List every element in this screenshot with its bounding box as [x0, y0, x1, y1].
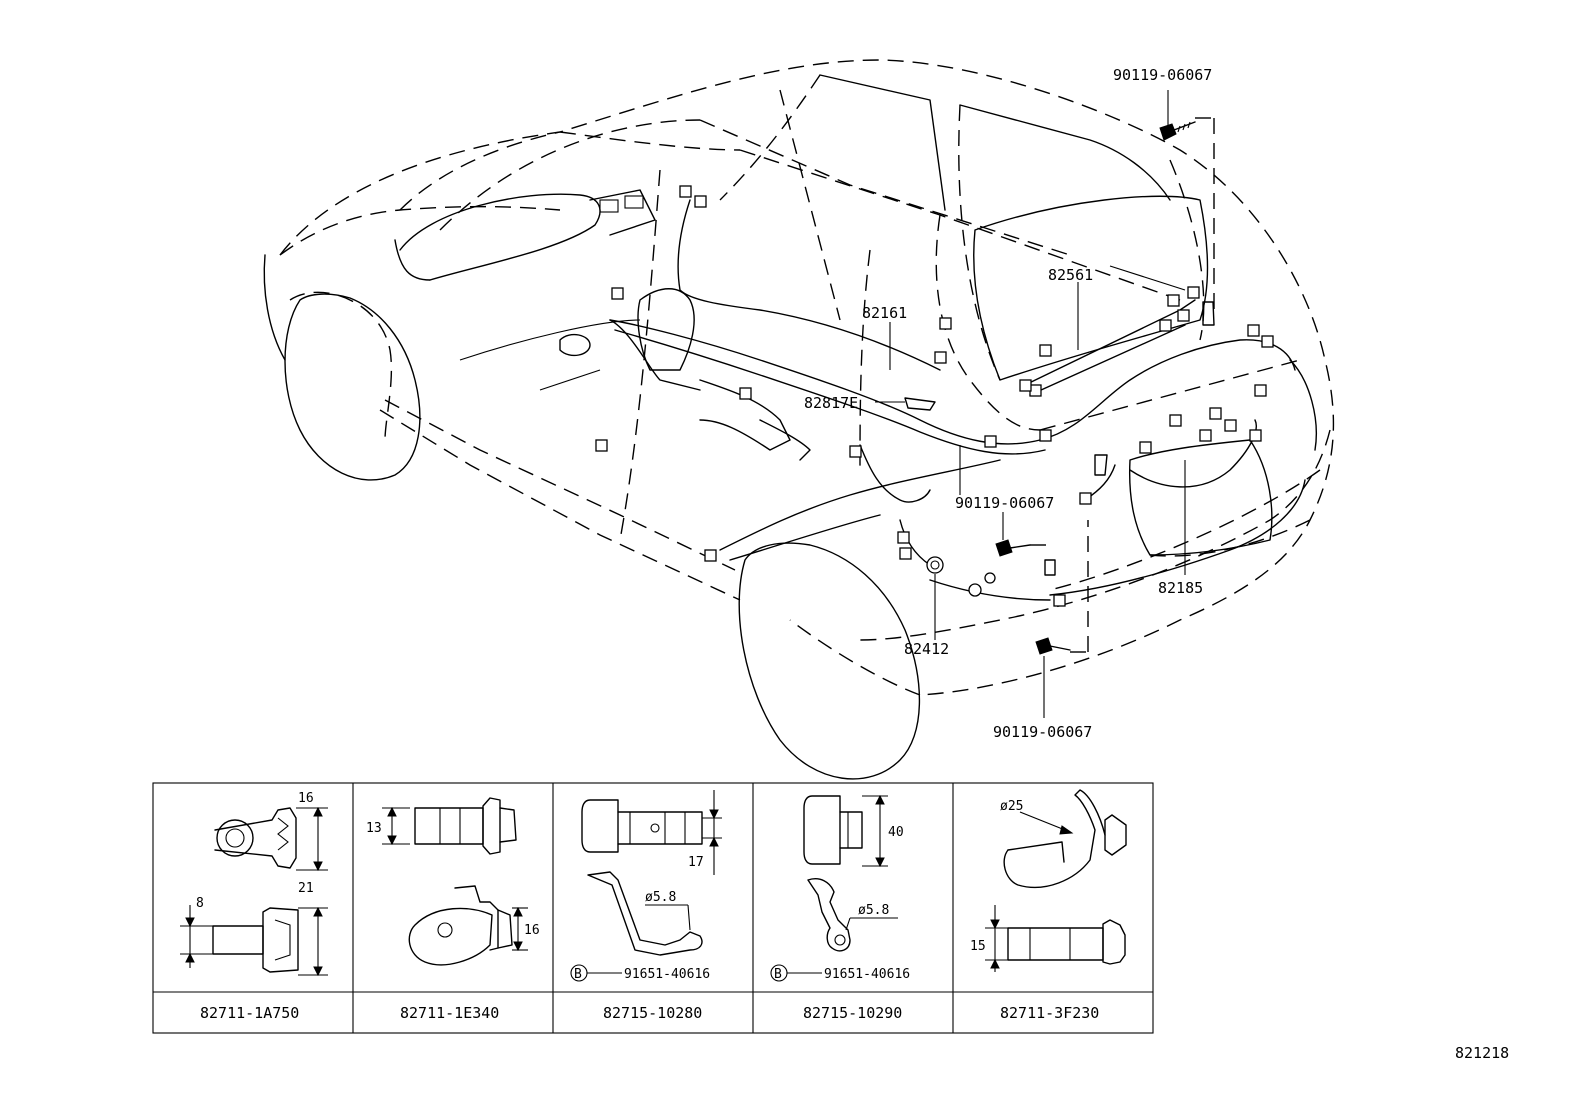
- car-body-outline: [279, 59, 1335, 696]
- callout-low-screw: 90119-06067: [993, 723, 1092, 741]
- part-no-5: 82711-3F230: [1000, 1004, 1099, 1022]
- marker-b-1: B: [574, 967, 582, 982]
- dim-16b: 16: [524, 923, 540, 938]
- dim-phi-25: ø25: [1000, 799, 1023, 814]
- callout-top-screw: 90119-06067: [1113, 66, 1212, 84]
- table-cell-5: ø25 15 82711-3F230: [970, 789, 1127, 1022]
- table-cell-4: 40 ø5.8 B 91651-40616 82715-10290: [770, 794, 910, 1022]
- dim-8: 8: [196, 896, 204, 911]
- table-cell-2: 13 16 82711-1E340: [366, 797, 540, 1022]
- screw-low: [1035, 520, 1089, 718]
- dim-phi-58: ø5.8: [645, 890, 676, 905]
- callout-82161: 82161: [862, 304, 907, 322]
- part-no-1: 82711-1A750: [200, 1004, 299, 1022]
- screw-top: [1159, 90, 1215, 310]
- marker-b-2: B: [774, 967, 782, 982]
- dim-16: 16: [298, 791, 314, 806]
- part-no-3: 82715-10280: [603, 1004, 702, 1022]
- dim-15: 15: [970, 939, 986, 954]
- wire-harness: [595, 185, 1306, 607]
- dim-13: 13: [366, 821, 382, 836]
- callout-leaders: [875, 265, 1186, 640]
- callout-82561: 82561: [1048, 266, 1093, 284]
- table-cell-3: 17 ø5.8 B 91651-40616 82715-10280: [570, 790, 722, 1022]
- callout-82412: 82412: [904, 640, 949, 658]
- dim-21: 21: [298, 881, 314, 896]
- table-cell-1: 16 21 8 82711-1A750: [180, 791, 328, 1022]
- part-no-4: 82715-10290: [803, 1004, 902, 1022]
- dim-17: 17: [688, 855, 704, 870]
- dim-40: 40: [888, 825, 904, 840]
- sub-part-1: 91651-40616: [624, 967, 710, 982]
- callout-labels: 90119-06067 82561 82161 82817E 90119-060…: [804, 66, 1509, 1062]
- callout-mid-screw: 90119-06067: [955, 494, 1054, 512]
- screw-mid: [995, 512, 1055, 557]
- callout-82185: 82185: [1158, 579, 1203, 597]
- drawing-id: 821218: [1455, 1044, 1509, 1062]
- car-body-detail: [263, 74, 1317, 780]
- dim-phi-58b: ø5.8: [858, 903, 889, 918]
- part-no-2: 82711-1E340: [400, 1004, 499, 1022]
- parts-table: 16 21 8 82711-1A750: [152, 782, 1154, 1034]
- callout-82817e: 82817E: [804, 394, 858, 412]
- sub-part-2: 91651-40616: [824, 967, 910, 982]
